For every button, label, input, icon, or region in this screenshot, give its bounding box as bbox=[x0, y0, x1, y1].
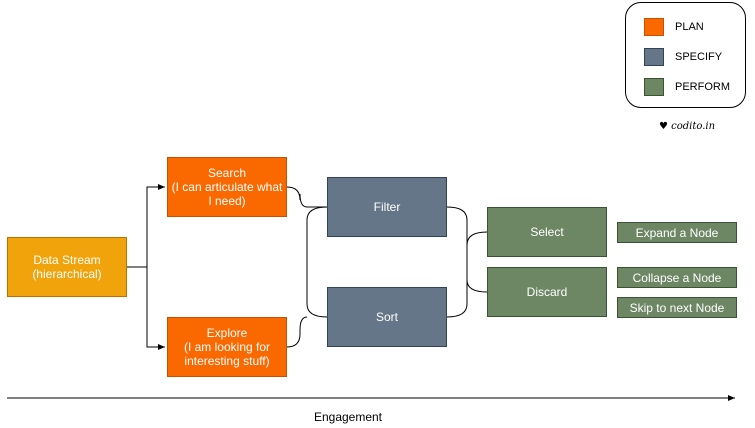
action-collapse-node: Collapse a Node bbox=[617, 267, 737, 288]
link-brace-left bbox=[306, 206, 328, 318]
legend-item-plan: PLAN bbox=[644, 18, 704, 36]
link-to-explore bbox=[146, 267, 165, 350]
link-sort-brace bbox=[446, 231, 488, 318]
node-data-stream: Data Stream (hierarchical) bbox=[7, 237, 127, 297]
link-search-brace bbox=[286, 186, 327, 208]
node-sort: Sort bbox=[327, 287, 447, 347]
legend-label-plan: PLAN bbox=[675, 21, 704, 33]
legend-swatch-perform bbox=[644, 78, 664, 96]
link-to-search bbox=[146, 184, 165, 267]
legend-swatch-plan bbox=[644, 18, 664, 36]
node-discard: Discard bbox=[487, 267, 607, 317]
axis-label-engagement: Engagement bbox=[313, 410, 383, 424]
action-expand-node: Expand a Node bbox=[617, 222, 737, 243]
node-search: Search (I can articulate what I need) bbox=[167, 157, 287, 217]
legend-label-perform: PERFORM bbox=[675, 81, 730, 93]
legend-label-specify: SPECIFY bbox=[675, 51, 723, 63]
credit: ♥ codito.in bbox=[659, 121, 715, 132]
link-explore-brace bbox=[286, 316, 308, 348]
node-select: Select bbox=[487, 207, 607, 257]
node-explore: Explore (I am looking for interesting st… bbox=[167, 317, 287, 377]
legend-swatch-specify bbox=[644, 48, 664, 66]
action-skip-next-node: Skip to next Node bbox=[617, 297, 737, 318]
node-filter: Filter bbox=[327, 177, 447, 237]
credit-text: codito.in bbox=[671, 121, 716, 132]
legend: PLAN SPECIFY PERFORM bbox=[625, 2, 746, 108]
legend-item-perform: PERFORM bbox=[644, 78, 730, 96]
heart-icon: ♥ bbox=[659, 121, 668, 132]
legend-item-specify: SPECIFY bbox=[644, 48, 722, 66]
